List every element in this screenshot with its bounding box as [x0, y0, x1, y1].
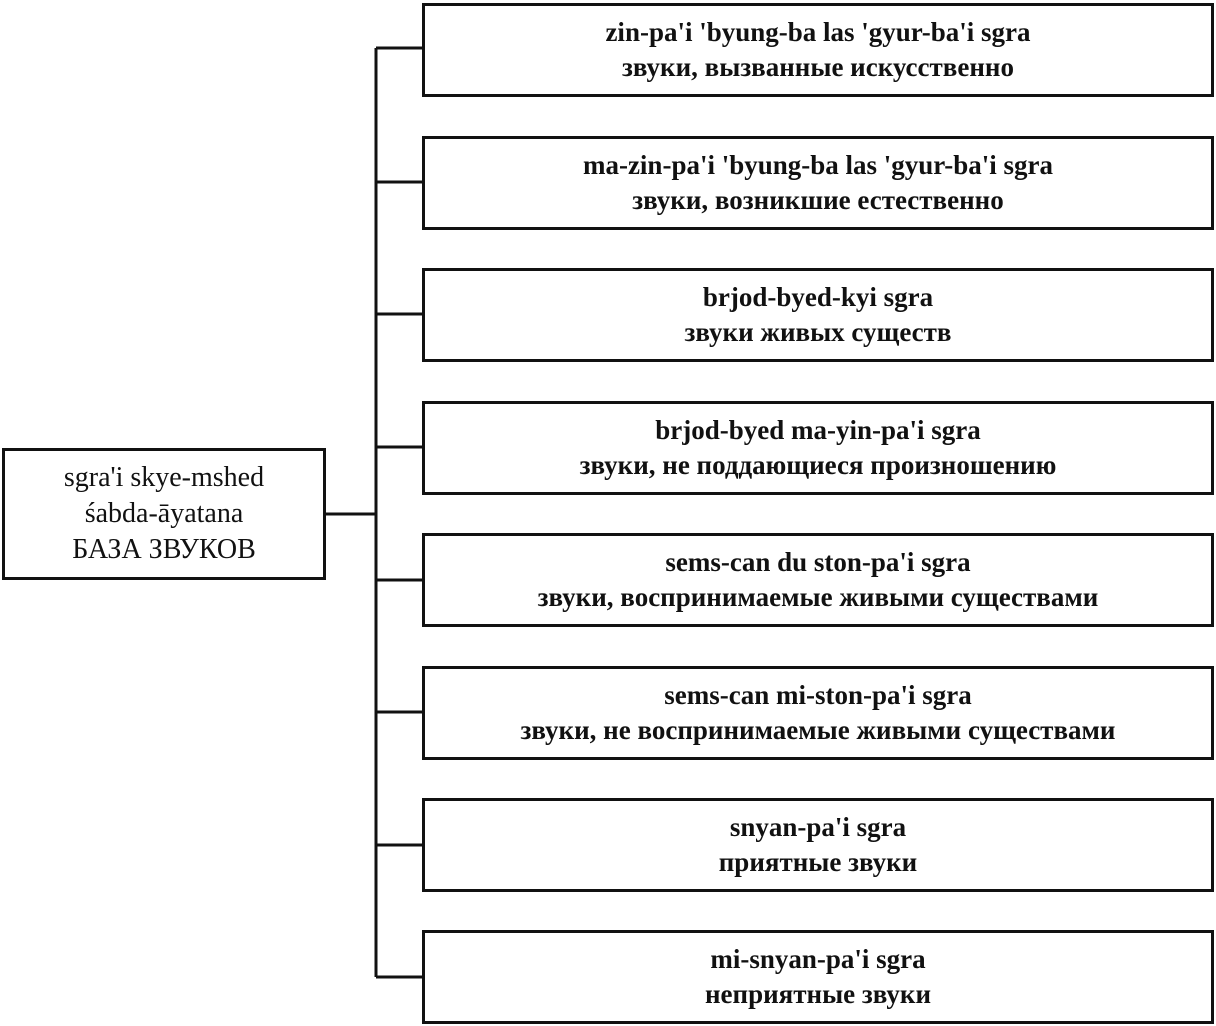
child-russian: звуки, воспринимаемые живыми существами	[537, 582, 1099, 612]
child-node-8: mi-snyan-pa'i sgra неприятные звуки	[422, 930, 1214, 1024]
child-node-1: zin-pa'i 'byung-ba las 'gyur-ba'i sgra з…	[422, 3, 1214, 97]
child-node-6: sems-can mi-ston-pa'i sgra звуки, не вос…	[422, 666, 1214, 760]
child-tibetan: brjod-byed ma-yin-pa'i sgra	[655, 415, 981, 445]
root-node: sgra'i skye-mshed śabda-āyatana БАЗА ЗВУ…	[2, 448, 326, 580]
root-tibetan: sgra'i skye-mshed	[63, 462, 265, 493]
child-tibetan: sems-can mi-ston-pa'i sgra	[664, 680, 972, 710]
child-node-4: brjod-byed ma-yin-pa'i sgra звуки, не по…	[422, 401, 1214, 495]
child-russian: приятные звуки	[718, 847, 918, 877]
child-node-5: sems-can du ston-pa'i sgra звуки, воспри…	[422, 533, 1214, 627]
child-tibetan: mi-snyan-pa'i sgra	[710, 944, 926, 974]
child-tibetan: sems-can du ston-pa'i sgra	[665, 547, 971, 577]
child-russian: звуки, не воспринимаемые живыми существа…	[520, 715, 1116, 745]
child-russian: неприятные звуки	[704, 979, 932, 1009]
child-node-2: ma-zin-pa'i 'byung-ba las 'gyur-ba'i sgr…	[422, 136, 1214, 230]
child-node-3: brjod-byed-kyi sgra звуки живых существ	[422, 268, 1214, 362]
root-sanskrit: śabda-āyatana	[84, 498, 244, 529]
child-russian: звуки, вызванные искусственно	[622, 52, 1014, 82]
child-russian: звуки, не поддающиеся произношению	[579, 450, 1057, 480]
child-tibetan: snyan-pa'i sgra	[729, 812, 907, 842]
root-title: БАЗА ЗВУКОВ	[72, 534, 256, 565]
child-tibetan: ma-zin-pa'i 'byung-ba las 'gyur-ba'i sgr…	[582, 150, 1054, 180]
child-russian: звуки, возникшие естественно	[632, 185, 1004, 215]
child-node-7: snyan-pa'i sgra приятные звуки	[422, 798, 1214, 892]
child-tibetan: zin-pa'i 'byung-ba las 'gyur-ba'i sgra	[605, 17, 1031, 47]
child-russian: звуки живых существ	[684, 317, 952, 347]
child-tibetan: brjod-byed-kyi sgra	[702, 282, 934, 312]
